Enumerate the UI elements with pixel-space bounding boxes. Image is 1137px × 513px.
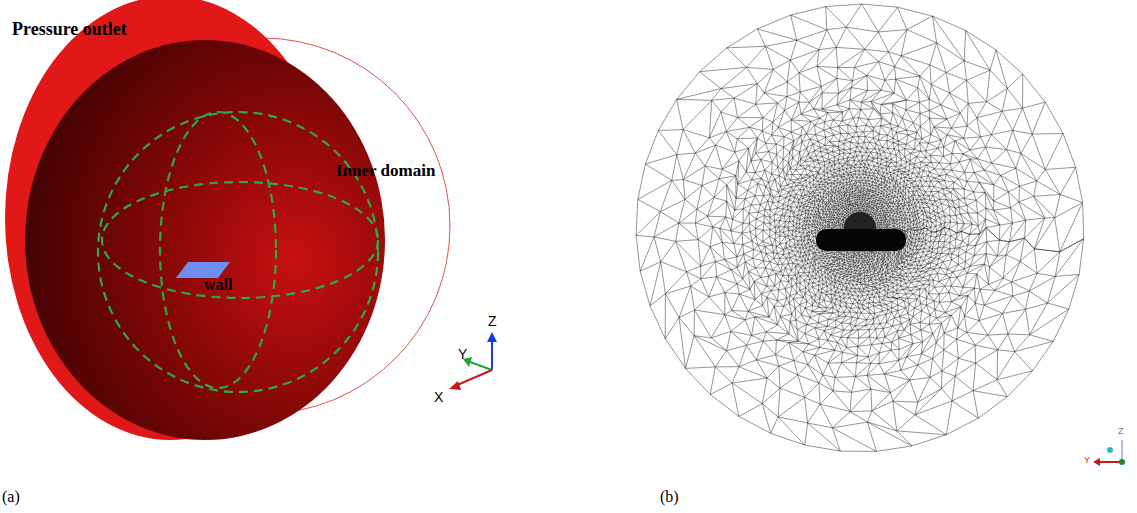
wall-plate bbox=[176, 262, 230, 278]
panel-label: (b) bbox=[660, 488, 679, 506]
mesh-lines bbox=[636, 4, 1084, 451]
axis-triad-small bbox=[1093, 440, 1125, 466]
region-label: Inner domain bbox=[336, 162, 435, 181]
mesh-illustration bbox=[636, 4, 1084, 451]
inner-domain-outline bbox=[98, 112, 378, 392]
panel-label: (a) bbox=[2, 488, 20, 506]
axis-label: Y bbox=[458, 347, 467, 362]
wall-mesh bbox=[816, 229, 906, 251]
axis-triad bbox=[449, 332, 497, 390]
axis-label: Z bbox=[1118, 427, 1124, 437]
axis-label: X bbox=[434, 390, 443, 405]
boundary-label: Pressure outlet bbox=[12, 20, 127, 40]
axis-label: Y bbox=[1084, 456, 1090, 466]
axis-label: Z bbox=[488, 314, 497, 329]
wall-label: wall bbox=[204, 276, 232, 294]
cut-face bbox=[25, 40, 385, 440]
